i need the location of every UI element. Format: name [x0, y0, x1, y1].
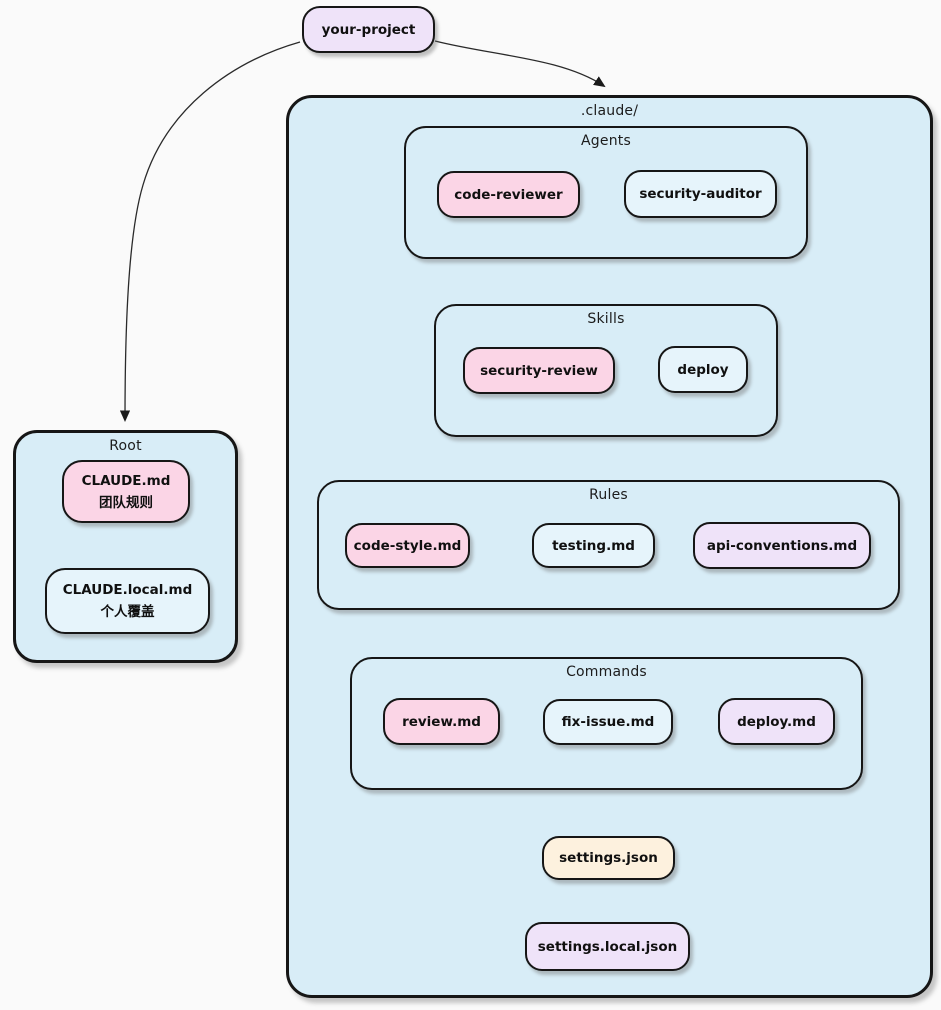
edge-your-project-to-root — [119, 41, 301, 422]
node-claude-local-md: CLAUDE.local.md 个人覆盖 — [45, 568, 210, 634]
node-testing-md-label: testing.md — [552, 537, 635, 554]
node-claude-md-label-line1: CLAUDE.md — [81, 472, 171, 489]
node-deploy: deploy — [658, 346, 748, 393]
root-container-title: Root — [109, 438, 142, 454]
node-api-conventions-md: api-conventions.md — [693, 522, 871, 569]
node-security-review-label: security-review — [480, 362, 598, 379]
node-fix-issue-md-label: fix-issue.md — [561, 714, 655, 730]
node-code-style-md-label: code-style.md — [353, 537, 462, 554]
node-api-conventions-md-label: api-conventions.md — [706, 537, 858, 554]
node-code-reviewer: code-reviewer — [437, 171, 580, 218]
node-settings-json-label: settings.json — [559, 850, 658, 866]
node-security-review: security-review — [463, 347, 615, 394]
node-claude-local-md-label-line2: 个人覆盖 — [100, 604, 155, 620]
group-skills-title: Skills — [587, 311, 625, 327]
node-claude-md-label-line2: 团队规则 — [99, 494, 153, 511]
node-settings-json: settings.json — [542, 836, 675, 880]
group-rules-title: Rules — [589, 487, 628, 503]
node-claude-local-md-label-line1: CLAUDE.local.md — [62, 582, 193, 598]
claude-container-title: .claude/ — [580, 103, 639, 119]
node-deploy-md: deploy.md — [718, 698, 835, 745]
node-security-auditor-label: security-auditor — [639, 186, 762, 202]
node-fix-issue-md: fix-issue.md — [543, 699, 673, 745]
node-testing-md: testing.md — [532, 523, 655, 568]
node-deploy-label: deploy — [677, 361, 729, 378]
node-code-reviewer-label: code-reviewer — [454, 186, 563, 203]
node-deploy-md-label: deploy.md — [737, 713, 816, 730]
node-settings-local-json-label: settings.local.json — [537, 938, 678, 955]
group-commands-title: Commands — [566, 664, 647, 680]
node-review-md: review.md — [383, 698, 500, 745]
group-agents-title: Agents — [581, 133, 631, 149]
node-settings-local-json: settings.local.json — [525, 922, 690, 971]
edge-your-project-to-claude — [434, 40, 606, 88]
node-review-md-label: review.md — [402, 713, 481, 730]
node-your-project: your-project — [302, 6, 435, 53]
node-code-style-md: code-style.md — [345, 523, 470, 568]
node-claude-md: CLAUDE.md 团队规则 — [62, 460, 190, 523]
node-your-project-label: your-project — [321, 21, 416, 38]
node-security-auditor: security-auditor — [624, 170, 777, 218]
